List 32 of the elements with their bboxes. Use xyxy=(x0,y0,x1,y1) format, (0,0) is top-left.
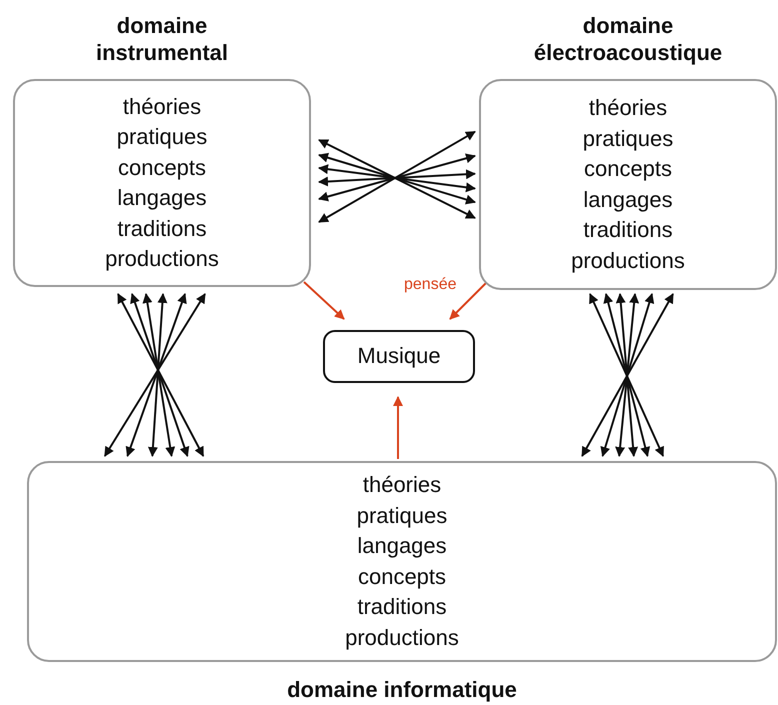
edge-label: pensée xyxy=(402,276,458,294)
list-item: productions xyxy=(571,246,685,275)
list-item: traditions xyxy=(117,214,207,242)
arrow xyxy=(318,169,476,187)
list-item: productions xyxy=(345,624,459,652)
domain-heading: domaine électroacoustique xyxy=(532,12,724,66)
arrow xyxy=(393,396,403,459)
list-item: traditions xyxy=(357,593,447,621)
arrow xyxy=(581,293,674,457)
domain-heading: domaine instrumental xyxy=(94,12,230,66)
list-item: Musique xyxy=(357,342,441,370)
list-item: théories xyxy=(122,92,202,120)
list-item: traditions xyxy=(583,216,673,244)
list-item: pratiques xyxy=(116,123,208,151)
domain-heading: domaine informatique xyxy=(286,676,518,704)
list-item: théories xyxy=(362,471,442,499)
list-item: concepts xyxy=(118,154,206,182)
list-item: concepts xyxy=(584,155,672,183)
arrow xyxy=(142,293,176,457)
list-item: pratiques xyxy=(356,502,448,530)
arrow xyxy=(303,281,345,320)
arrow xyxy=(318,164,476,192)
arrow xyxy=(589,293,664,457)
list-item: langages xyxy=(583,186,673,214)
list-item: concepts xyxy=(358,562,446,591)
list-item: productions xyxy=(105,245,219,273)
list-item: langages xyxy=(357,532,447,560)
list-item: théories xyxy=(588,94,668,122)
arrow xyxy=(148,293,168,457)
arrow xyxy=(449,281,488,320)
list-item: pratiques xyxy=(582,124,674,153)
list-item: langages xyxy=(117,184,207,212)
